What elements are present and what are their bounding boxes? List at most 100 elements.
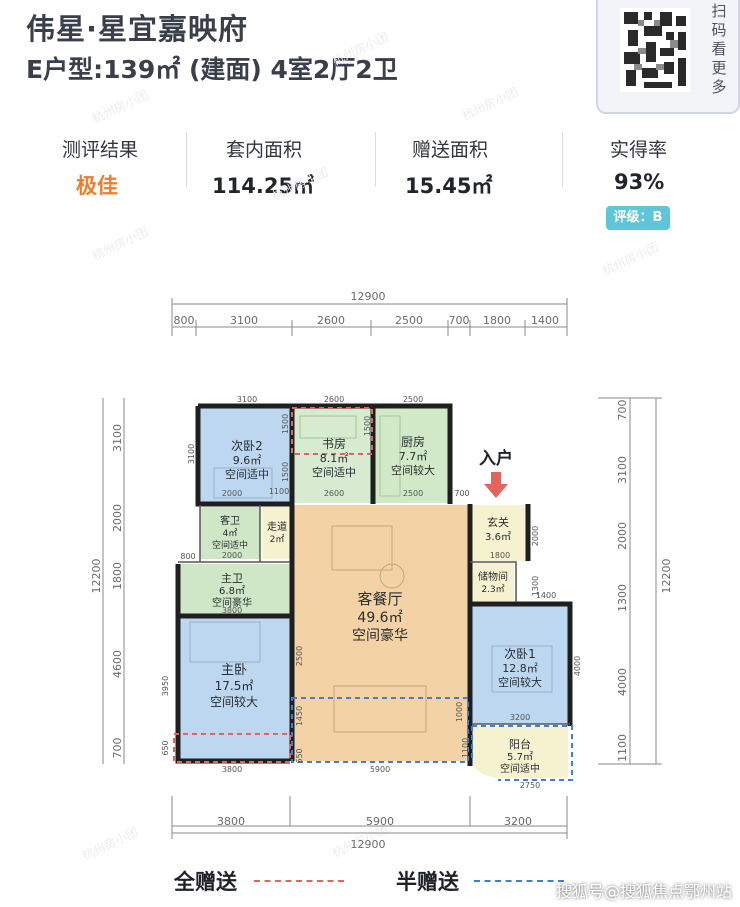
page-title: 伟星·星宜嘉映府 (26, 12, 249, 46)
stat-label-efficiency: 实得率 (610, 139, 668, 161)
inner-dim: 1100 (461, 738, 470, 758)
dim-bottom-seg: 3800 (217, 815, 245, 828)
room-name: 次卧2 (231, 439, 263, 453)
room-name: 书房 (322, 436, 346, 451)
dim-top-seg: 2600 (317, 314, 345, 327)
source-footer: 搜狐号@搜狐焦点鄂州站 (556, 882, 733, 901)
inner-dim: 1100 (269, 487, 289, 496)
inner-dim: 2500 (403, 489, 423, 498)
room-storage (470, 563, 514, 601)
inner-dim: 1450 (295, 706, 304, 726)
inner-dim: 5900 (370, 765, 390, 774)
dim-left-total: 12200 (90, 559, 103, 594)
dim-left-seg: 2000 (111, 504, 124, 532)
inner-dim: 3100 (187, 444, 196, 464)
dim-left-seg: 3100 (111, 424, 124, 452)
dim-right-seg: 2000 (616, 522, 629, 550)
stat-value-gift-area: 15.45㎡ (405, 174, 493, 198)
inner-dim: 3800 (222, 606, 242, 615)
top-dimension-lines (171, 298, 568, 336)
inner-dim: 650 (295, 748, 304, 763)
furniture (189, 415, 553, 733)
room-rating: 空间较大 (391, 463, 435, 477)
room-area: 6.8㎡ (219, 585, 245, 597)
dim-bottom-seg: 3200 (504, 815, 532, 828)
inner-dim: 1500 (281, 462, 290, 482)
stat-label-gift-area: 赠送面积 (412, 139, 489, 161)
inner-dim: 2600 (324, 489, 344, 498)
room-corridor (262, 507, 292, 559)
inner-dim: 3950 (161, 676, 170, 696)
dim-top-total: 12900 (351, 290, 386, 303)
room-balcony (472, 726, 568, 778)
room-rating: 空间较大 (498, 675, 542, 689)
room-area: 3.6㎡ (485, 531, 511, 543)
room-name: 厨房 (401, 434, 425, 449)
dim-top-seg: 2500 (395, 314, 423, 327)
room-area: 12.8㎡ (502, 662, 538, 675)
legend-half-gift-swatch (474, 880, 564, 882)
inner-dim: 800 (180, 552, 195, 561)
room-name: 客卫 (220, 514, 240, 527)
room-rating: 空间豪华 (212, 596, 252, 609)
inner-dim: 2000 (222, 551, 242, 560)
grade-badge: 评级：B (606, 206, 670, 230)
bottom-dimension-lines (171, 796, 568, 839)
half-gift-outline (291, 697, 573, 781)
inner-dim: 4000 (573, 656, 582, 676)
dim-right-seg: 4000 (616, 668, 629, 696)
room-name: 玄关 (487, 515, 509, 529)
dim-top-seg: 700 (449, 314, 470, 327)
room-area: 17.5㎡ (215, 679, 254, 693)
inner-dim: 2000 (531, 526, 540, 546)
inner-dim: 2600 (324, 395, 344, 404)
dim-left-seg: 1800 (111, 562, 124, 590)
dim-left-seg: 4600 (111, 650, 124, 678)
inner-dim: 1400 (536, 591, 556, 600)
stat-value-efficiency: 93% (614, 170, 665, 194)
watermark: 杭州房小团 (90, 224, 151, 263)
room-name: 主卫 (221, 572, 243, 585)
legend-half-gift-label: 半赠送 (396, 870, 459, 894)
inner-dim: 2500 (295, 646, 304, 666)
stat-divider (375, 132, 376, 187)
stat-divider (562, 132, 563, 187)
dim-right-total: 12200 (660, 559, 673, 594)
inner-dim: 1500 (363, 416, 372, 436)
room-bedroom2 (198, 408, 290, 503)
inner-dim: 1800 (490, 551, 510, 560)
room-area: 4㎡ (223, 528, 238, 539)
legend-full-gift-label: 全赠送 (174, 870, 237, 894)
room-rating: 空间较大 (210, 694, 258, 709)
inner-dim: 3800 (222, 765, 242, 774)
room-rating: 空间适中 (312, 465, 356, 479)
right-dimension-lines (598, 397, 662, 765)
entry-label: 入户 (479, 448, 513, 469)
watermark: 杭州房小团 (460, 84, 521, 123)
room-rating: 空间豪华 (352, 628, 408, 644)
room-rating: 空间适中 (225, 467, 269, 481)
room-area: 49.6㎡ (357, 610, 402, 626)
dim-right-seg: 3100 (616, 456, 629, 484)
inner-dim: 1300 (531, 576, 540, 596)
room-entry (470, 505, 527, 561)
room-rating: 空间适中 (212, 539, 248, 551)
room-study (292, 408, 372, 503)
qr-caption: 扫码看更多 (711, 2, 727, 96)
stat-value-inner-area: 114.25㎡ (212, 174, 315, 198)
room-area: 7.7㎡ (399, 450, 428, 463)
qr-code-icon[interactable] (620, 8, 690, 92)
dim-bottom-seg: 5900 (366, 815, 394, 828)
room-name: 客餐厅 (357, 590, 402, 608)
room-master-bedroom (178, 617, 290, 761)
inner-dim: 3200 (510, 713, 530, 722)
room-rating: 空间适中 (500, 762, 540, 775)
room-name: 阳台 (509, 737, 531, 751)
watermark: 杭州房小团 (90, 87, 151, 126)
dim-left-seg: 700 (111, 738, 124, 759)
room-guest-bath (200, 507, 260, 559)
room-master-bath (178, 564, 290, 614)
inner-dim: 700 (454, 489, 469, 498)
legend-full-gift-swatch (254, 880, 344, 882)
